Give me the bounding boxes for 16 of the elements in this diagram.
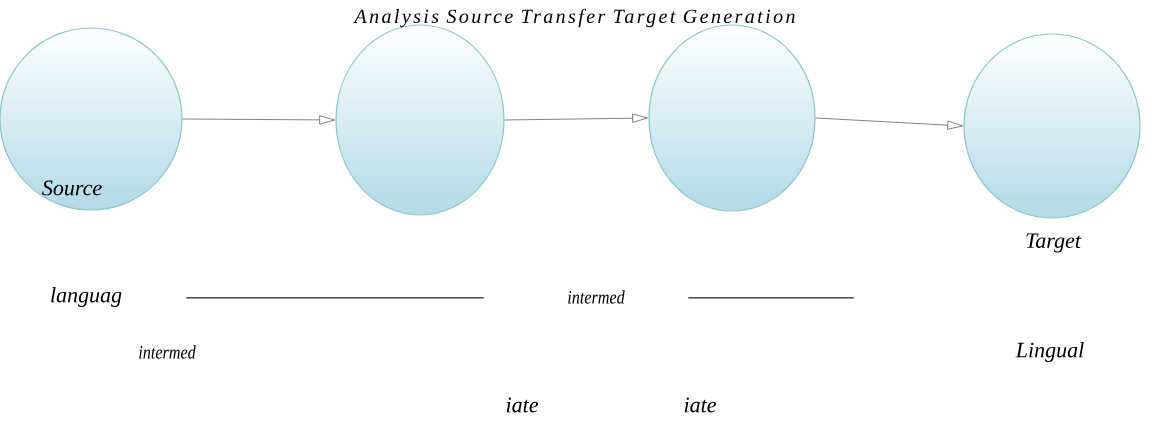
label: intermed: [568, 290, 625, 304]
label: languag: [51, 287, 122, 307]
label: ___________________________: [186, 297, 484, 299]
arrow: [504, 113, 648, 123]
circle: [963, 33, 1141, 219]
label: iate: [684, 397, 716, 413]
title: Analysis Source Transfer Target Generation: [353, 8, 795, 28]
arrow: [182, 115, 335, 125]
arrow: [815, 117, 963, 130]
label: intermed: [139, 345, 196, 359]
node-caption: Target: [1026, 233, 1082, 253]
label: _______________: [688, 297, 854, 299]
label: Lingual: [1015, 342, 1084, 362]
circle: [0, 27, 183, 211]
node-text: Source: [42, 180, 102, 196]
label: iate: [506, 397, 538, 413]
